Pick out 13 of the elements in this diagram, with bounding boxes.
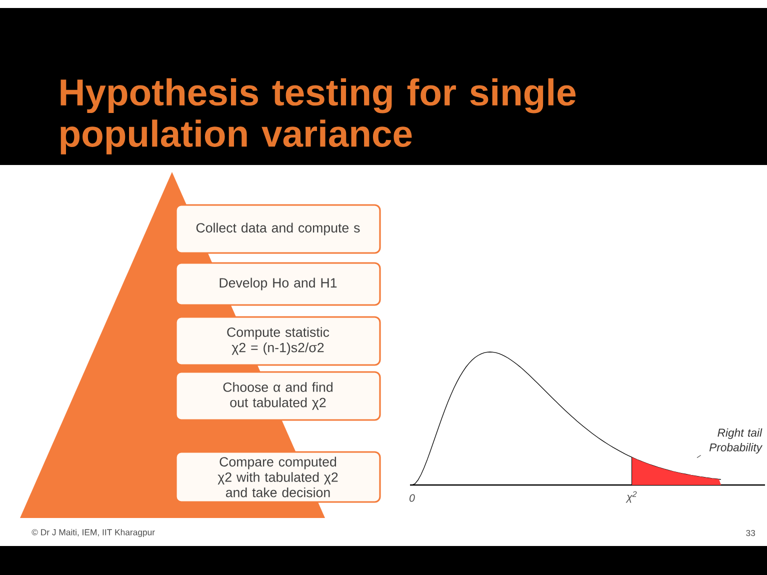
step-box: Choose α and find out tabulated χ2 <box>175 371 381 421</box>
footer-text: © Dr J Maiti, IEM, IIT Kharagpur <box>32 528 155 538</box>
leader-line <box>696 454 702 458</box>
page-number: 33 <box>746 530 756 536</box>
step-box: Develop Ho and H1 <box>175 262 381 306</box>
axis-label: 0 <box>410 494 415 502</box>
tail-area <box>632 457 721 485</box>
slide-title: Hypothesis testing for single population variance <box>60 78 576 154</box>
step-box: Compare computed χ2 with tabulated χ2 and take decision <box>175 451 381 503</box>
axis-label: χ$^{2}$ <box>626 491 637 503</box>
step-box: Collect data and compute s <box>175 204 381 254</box>
callout-text: Right tail Probability <box>709 428 763 454</box>
step-box: Compute statistic χ2 = (n-1)s2/σ2 <box>175 316 381 366</box>
